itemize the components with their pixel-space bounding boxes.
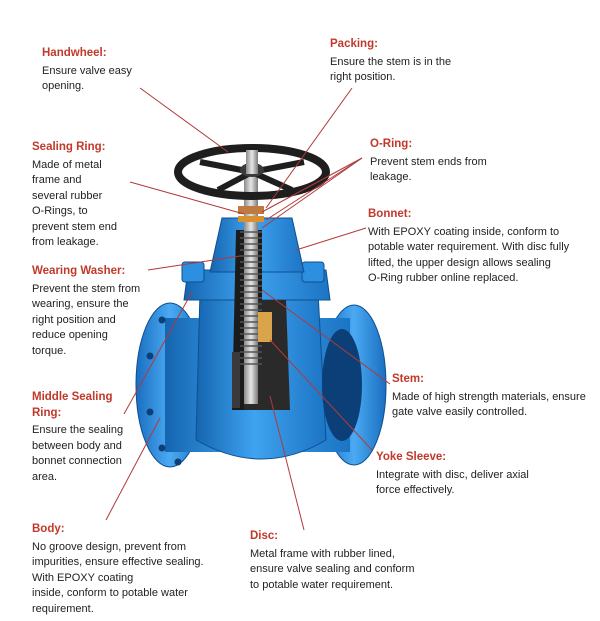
leader-middle-sealing-ring [123, 291, 193, 415]
leader-handwheel [139, 87, 229, 153]
label-desc: Metal frame with rubber lined, ensure va… [250, 547, 415, 591]
label-bonnet: Bonnet: With EPOXY coating inside, confo… [368, 207, 569, 287]
leader-wearing-washer [147, 255, 241, 271]
leader-body [105, 417, 161, 521]
leader-o-ring-2 [265, 157, 363, 221]
valve-stem [232, 168, 272, 408]
label-desc: Made of high strength materials, ensure … [392, 390, 586, 419]
label-middle-sealing-ring: Middle Sealing Ring: Ensure the sealing … [32, 390, 123, 485]
leader-yoke-sleeve [269, 339, 373, 451]
leader-lines [105, 87, 391, 531]
label-desc: Ensure valve easy opening. [42, 64, 132, 93]
leader-packing [265, 87, 353, 209]
label-desc: No groove design, prevent from impuritie… [32, 540, 204, 615]
label-handwheel: Handwheel: Ensure valve easy opening. [42, 46, 132, 95]
label-title: Body: [32, 523, 65, 535]
label-packing: Packing: Ensure the stem is in the right… [330, 37, 451, 86]
label-title: Disc: [250, 530, 279, 542]
label-desc: Ensure the sealing between body and bonn… [32, 424, 124, 483]
label-disc: Disc: Metal frame with rubber lined, ens… [250, 529, 414, 593]
leader-sealing-ring [129, 181, 245, 215]
label-title: Wearing Washer: [32, 265, 126, 277]
label-title: O-Ring: [370, 138, 413, 150]
label-title: Middle Sealing Ring: [32, 391, 113, 419]
label-desc: With EPOXY coating inside, conform to po… [368, 225, 570, 285]
label-body: Body: No groove design, prevent from imp… [32, 522, 204, 617]
leader-o-ring-3 [261, 157, 363, 229]
label-sealing-ring: Sealing Ring: Made of metal frame and se… [32, 140, 117, 251]
label-title: Handwheel: [42, 47, 107, 59]
label-title: Bonnet: [368, 208, 412, 220]
label-stem: Stem: Made of high strength materials, e… [392, 372, 586, 421]
label-yoke-sleeve: Yoke Sleeve: Integrate with disc, delive… [376, 450, 529, 499]
label-desc: Prevent the stem from wearing, ensure th… [32, 282, 141, 357]
leader-stem [261, 289, 391, 385]
label-title: Yoke Sleeve: [376, 451, 447, 463]
label-desc: Integrate with disc, deliver axial force… [376, 468, 529, 497]
leader-o-ring-1 [261, 157, 363, 213]
leader-disc [269, 395, 305, 531]
label-desc: Made of metal frame and several rubber O… [32, 158, 117, 249]
label-title: Packing: [330, 38, 378, 50]
label-title: Sealing Ring: [32, 141, 106, 153]
label-desc: Ensure the stem is in the right position… [330, 55, 452, 84]
label-desc: Prevent stem ends from leakage. [370, 155, 487, 184]
leader-bonnet [295, 227, 367, 251]
label-wearing-washer: Wearing Washer: Prevent the stem from we… [32, 264, 140, 359]
label-title: Stem: [392, 373, 424, 385]
handwheel [174, 144, 330, 200]
label-o-ring: O-Ring: Prevent stem ends from leakage. [370, 137, 487, 186]
